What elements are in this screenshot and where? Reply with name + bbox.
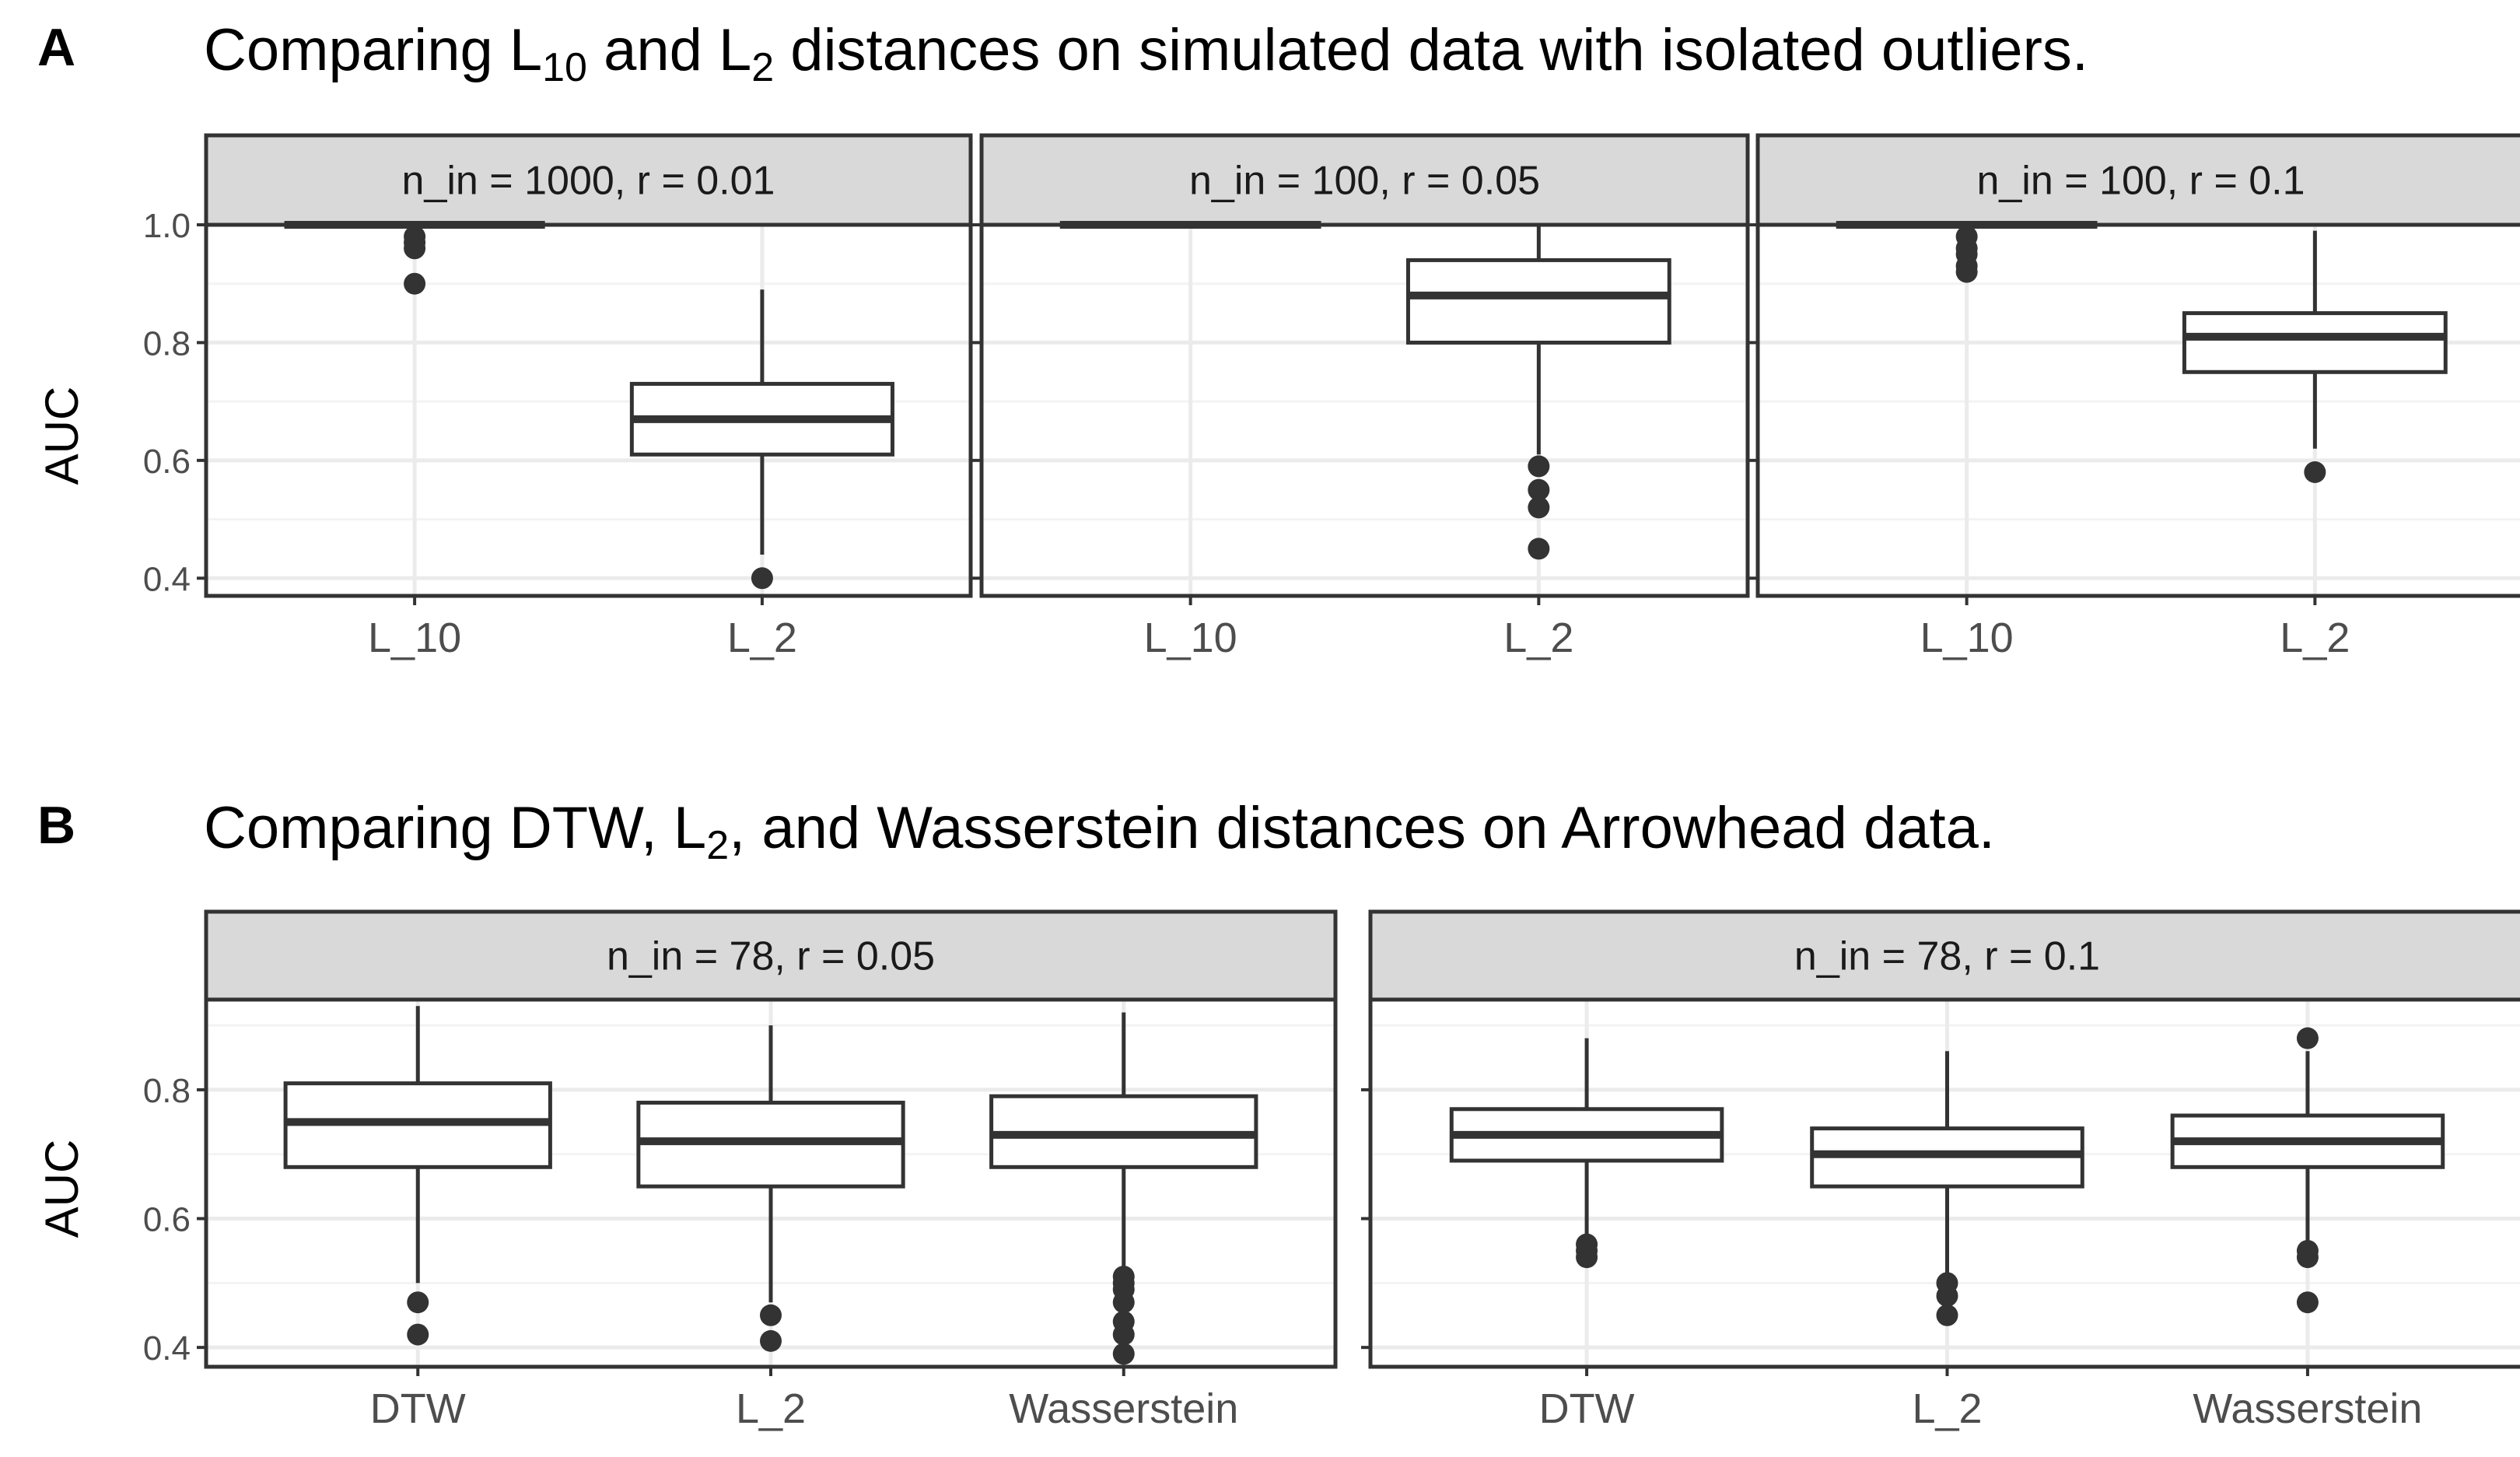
outlier-point [2304, 461, 2326, 483]
outlier-point [2296, 1246, 2319, 1269]
facet-strip-label: n_in = 100, r = 0.05 [1189, 159, 1540, 204]
plot-border [1755, 222, 2520, 598]
x-tick-label: L_2 [2280, 615, 2350, 661]
y-tick-label: 0.4 [143, 1329, 191, 1368]
box-L_2 [1405, 225, 1671, 560]
y-tick-label: 1.0 [143, 207, 191, 245]
box-L_2 [2182, 230, 2448, 483]
box-DTW [283, 1006, 552, 1346]
outlier-point [760, 1329, 782, 1352]
outlier-point [1112, 1291, 1135, 1314]
facet-strip [979, 133, 1750, 227]
plot-border [204, 222, 973, 598]
x-tick-label: L_2 [727, 615, 797, 661]
facet-strip-label: n_in = 78, r = 0.05 [607, 934, 935, 979]
facet-strip-label: n_in = 100, r = 0.1 [1976, 159, 2305, 204]
facet-strip-label: n_in = 78, r = 0.1 [1794, 934, 2100, 979]
outlier-point [1528, 496, 1550, 519]
facet-2: n_in = 100, r = 0.05L_10 L_2 [972, 133, 1750, 661]
panel-b-letter: B [37, 796, 75, 855]
outlier-point [2296, 1291, 2319, 1314]
outlier-point [1528, 478, 1550, 501]
panel-b-title-part1: Comparing DTW, L [204, 795, 706, 861]
x-tick-label: Wasserstein [2193, 1385, 2422, 1432]
facet-3: n_in = 100, r = 0.1L_10 L_2 [1748, 133, 2520, 661]
panel-a-title: Comparing L10 and L2 distances on simula… [204, 17, 2088, 90]
outlier-point [1936, 1284, 1958, 1307]
panel-b-title-sub1: 2 [706, 823, 729, 868]
outlier-point [407, 1323, 429, 1346]
x-tick-label: L_10 [1920, 615, 2014, 661]
panel-a-title-sub1: 10 [542, 45, 587, 90]
panel-a-title-part2: and L [587, 17, 751, 83]
y-tick-label: 0.4 [143, 560, 191, 598]
x-tick-label: L_2 [1912, 1385, 1982, 1432]
outlier-point [404, 237, 426, 260]
facet-strip [204, 133, 973, 227]
outlier-point [751, 567, 773, 590]
y-tick-label: 0.6 [143, 1201, 191, 1239]
plot-background [1758, 225, 2520, 596]
outlier-point [407, 1291, 429, 1314]
facet-strip-label: n_in = 1000, r = 0.01 [402, 159, 775, 204]
box-Wasserstein [2170, 1027, 2445, 1314]
outlier-point [2296, 1027, 2319, 1049]
outlier-point [1955, 261, 1978, 283]
row-a-y-axis-title: AUC [36, 387, 88, 485]
row-b-y-axis-title: AUC [36, 1140, 88, 1238]
y-tick-label: 0.8 [143, 1072, 191, 1110]
outlier-point [760, 1304, 782, 1326]
box-L_2 [1810, 1051, 2084, 1326]
box-Wasserstein [989, 1012, 1258, 1365]
outlier-point [1528, 538, 1550, 560]
facet-strip [1755, 133, 2520, 227]
facet-strip [204, 909, 1338, 1002]
x-tick-label: L_2 [1503, 615, 1573, 661]
facet-1: n_in = 1000, r = 0.01 0.4 0.6 0.8 1.0L_10 L_2 [143, 133, 973, 661]
panel-a-title-sub2: 2 [751, 45, 774, 90]
box-L_2 [636, 1025, 905, 1352]
y-tick-label: 0.8 [143, 324, 191, 362]
x-tick-label: DTW [1539, 1385, 1635, 1432]
outlier-point [1528, 455, 1550, 478]
outlier-point [1576, 1246, 1598, 1269]
panel-b-title: Comparing DTW, L2, and Wasserstein dista… [204, 795, 1995, 868]
box-L_2 [629, 289, 894, 590]
panel-a-title-part1: Comparing L [204, 17, 542, 83]
x-tick-label: L_10 [1144, 615, 1237, 661]
panel-a-letter: A [37, 18, 75, 77]
outlier-point [404, 272, 426, 295]
x-tick-label: Wasserstein [1009, 1385, 1238, 1432]
panel-b-title-part2: , and Wasserstein distances on Arrowhead… [729, 795, 1995, 861]
outlier-point [1112, 1343, 1135, 1365]
x-tick-label: L_2 [736, 1385, 806, 1432]
iqr-box [2182, 311, 2448, 374]
x-tick-label: L_10 [368, 615, 461, 661]
outlier-point [1936, 1304, 1958, 1326]
iqr-box [1405, 257, 1671, 345]
panel-a-title-part3: distances on simulated data with isolate… [774, 17, 2088, 83]
outlier-point [1112, 1323, 1135, 1346]
y-tick-label: 0.6 [143, 443, 191, 481]
box-DTW [1449, 1038, 1724, 1269]
plot-border [979, 222, 1750, 598]
x-tick-label: DTW [370, 1385, 466, 1432]
